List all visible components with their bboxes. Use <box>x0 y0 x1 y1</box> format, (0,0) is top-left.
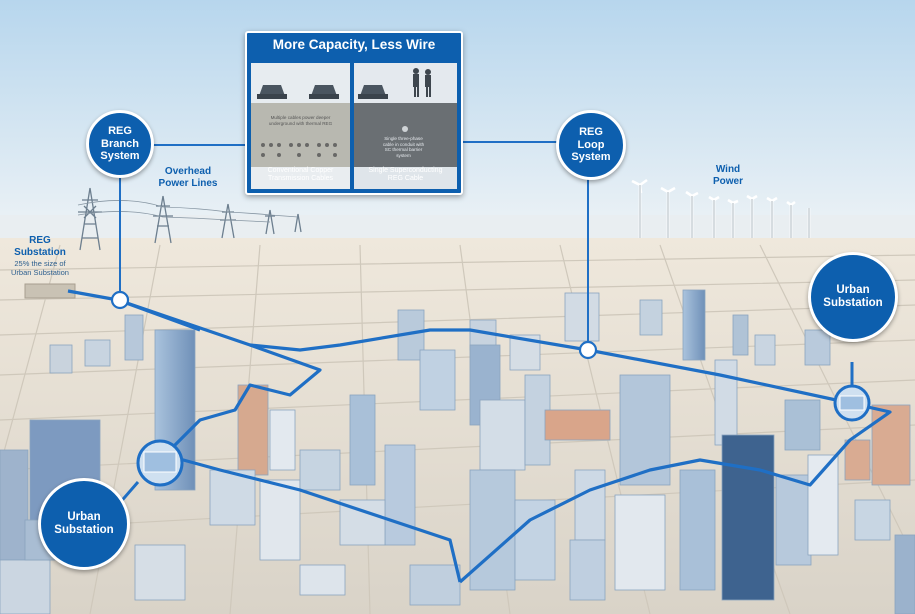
reg-cable-illustration <box>354 63 457 167</box>
reg-note: Single three-phase cable in conduit with… <box>382 136 425 159</box>
substation-magnifier-right <box>833 362 871 422</box>
reg-substation-label: REG Substation <box>14 235 66 258</box>
reg-substation-pad <box>24 283 76 299</box>
network-nodes <box>110 290 598 360</box>
reg-caption: Single Superconducting REG Cable <box>368 167 443 183</box>
urban-substation-right-label: Urban Substation <box>823 283 883 309</box>
transmission-tower-icon <box>77 187 302 251</box>
urban-substation-left-label: Urban Substation <box>54 510 114 536</box>
copper-cable-illustration <box>251 63 350 167</box>
reg-branch-system-label: REG Branch System <box>100 125 140 163</box>
reg-substation-note: 25% the size of Urban Substation <box>11 259 69 277</box>
copper-caption: Conventional Copper Transmission Cables <box>267 167 334 183</box>
car-icon <box>358 85 388 99</box>
urban-substation-left-callout: Urban Substation <box>38 478 130 570</box>
pedestrian-icon <box>413 68 431 97</box>
car-icon <box>257 85 339 99</box>
comparison-panel: More Capacity, Less Wire Multiple cables… <box>245 31 463 195</box>
panel-title: More Capacity, Less Wire <box>272 37 436 52</box>
overhead-power-lines-label: Overhead Power Lines <box>158 166 218 189</box>
wind-power-label: Wind Power <box>712 164 743 187</box>
copper-cable-pane: Multiple cables power deeper underground… <box>251 63 350 189</box>
substation-magnifier-left <box>116 439 184 506</box>
copper-note: Multiple cables power deeper underground… <box>268 115 333 126</box>
reg-loop-system-label: REG Loop System <box>571 126 611 164</box>
reg-loop-system-callout: REG Loop System <box>556 110 626 180</box>
reg-cable-network <box>67 289 892 584</box>
reg-branch-system-callout: REG Branch System <box>86 110 154 178</box>
reg-cable-pane: Single three-phase cable in conduit with… <box>354 63 457 189</box>
callout-leaders <box>119 141 589 347</box>
urban-substation-right-callout: Urban Substation <box>808 252 898 342</box>
buildings <box>0 289 915 614</box>
